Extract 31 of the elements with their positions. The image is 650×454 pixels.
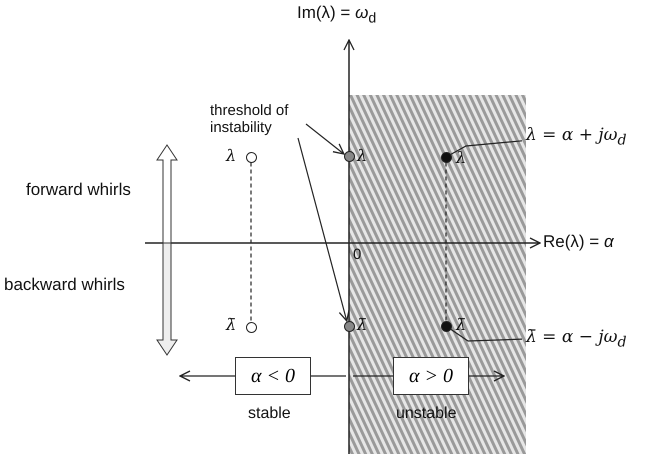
stability-label: unstable bbox=[396, 405, 456, 422]
equation-label: λ = α + jω$_{d}$ bbox=[522, 124, 650, 152]
annotation-text: threshold of instability bbox=[210, 102, 306, 136]
region-label: forward whirls bbox=[26, 180, 131, 200]
pole-marker bbox=[246, 322, 256, 332]
eigenvalue-label: λ bbox=[226, 146, 236, 166]
eigenvalue-label: λ̄ bbox=[357, 315, 368, 335]
stability-label: stable bbox=[248, 405, 291, 422]
pole-marker bbox=[344, 150, 354, 162]
leader-arrow bbox=[297, 138, 350, 322]
arrow bbox=[179, 370, 235, 382]
origin-label: 0 bbox=[353, 246, 362, 264]
eigenvalue-label: λ̄ bbox=[456, 315, 466, 335]
arrow bbox=[469, 370, 505, 382]
dashed-line bbox=[445, 162, 447, 320]
eigenvalue-label: λ̄ bbox=[226, 315, 236, 335]
axis-label: Im(λ) = ω$_{d}$ bbox=[297, 3, 376, 28]
leader-line bbox=[353, 375, 393, 377]
leader-line bbox=[450, 328, 522, 342]
dashed-line bbox=[250, 162, 252, 322]
condition-box: α < 0 bbox=[235, 357, 311, 395]
equation-label: λ̄ = α − jω$_{d}$ bbox=[522, 326, 650, 354]
region-label: backward whirls bbox=[4, 275, 125, 295]
axis-label: Re(λ) = α bbox=[543, 232, 614, 252]
pole-marker bbox=[344, 320, 354, 332]
leader-line bbox=[311, 375, 346, 377]
eigenvalue-label: λ bbox=[456, 148, 466, 168]
pole-marker bbox=[246, 152, 256, 162]
condition-box: α > 0 bbox=[393, 357, 469, 395]
leader-arrow bbox=[306, 124, 345, 155]
eigenvalue-label: λ bbox=[357, 146, 368, 166]
